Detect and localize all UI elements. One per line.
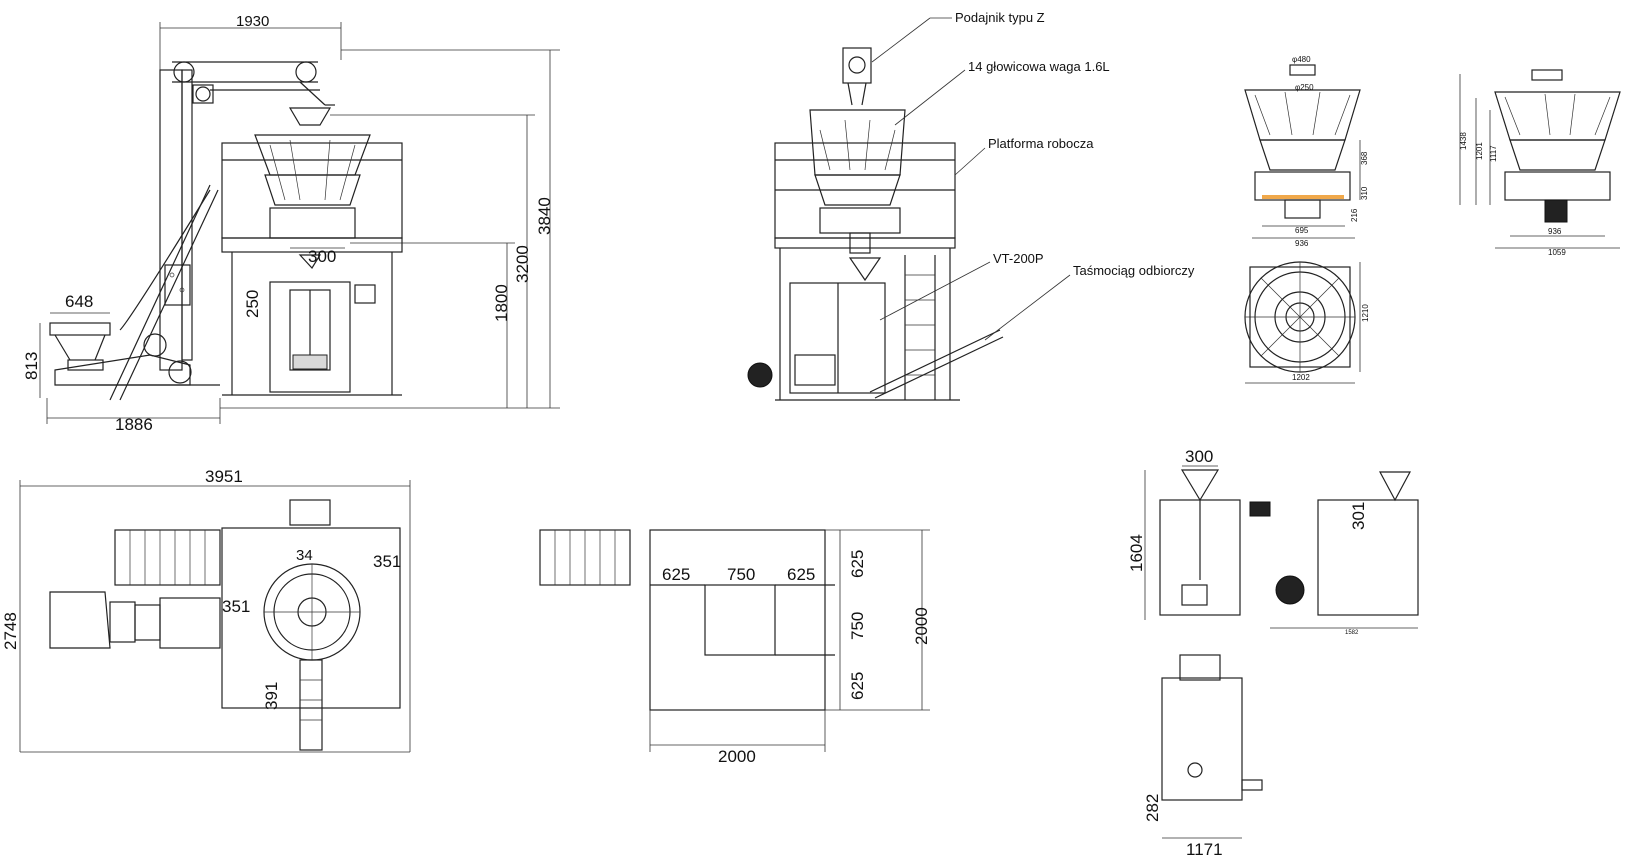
dim-391: 391 [262, 682, 281, 710]
dim-34: 34 [296, 547, 313, 564]
top-plan-view: 3951 2748 351 351 391 34 [1, 467, 411, 753]
dim-625-a: 625 [662, 565, 690, 584]
dim-351-a: 351 [373, 552, 401, 571]
dim-2748: 2748 [1, 612, 20, 650]
dim-1117: 1117 [1489, 145, 1498, 162]
dim-3200: 3200 [513, 245, 532, 283]
dim-1438: 1438 [1459, 132, 1468, 150]
dim-1171: 1171 [1186, 840, 1223, 859]
dim-1210: 1210 [1361, 304, 1370, 322]
dim-625-v1: 625 [848, 550, 867, 578]
dim-2000-v: 2000 [912, 607, 931, 645]
dim-282: 282 [1143, 794, 1162, 822]
callout-weigher: 14 głowicowa waga 1.6L [968, 59, 1110, 74]
side-view: 1930 3840 3200 1800 [22, 13, 560, 434]
dim-1800: 1800 [492, 284, 511, 322]
weigher-front-view: φ480 φ250 368 310 216 695 936 [1244, 55, 1369, 248]
dim-351-b: 351 [222, 597, 250, 616]
dim-1202: 1202 [1292, 373, 1310, 382]
dim-625-b: 625 [787, 565, 815, 584]
dim-750-v: 750 [848, 612, 867, 640]
dim-3951: 3951 [205, 467, 243, 486]
dim-936-side: 936 [1548, 227, 1562, 236]
dim-1059: 1059 [1548, 248, 1566, 257]
dim-2000-h: 2000 [718, 747, 756, 766]
packer-views: 300 1604 301 1582 1171 282 [1127, 447, 1419, 859]
dim-250-dia: φ250 [1295, 83, 1314, 92]
dim-1886: 1886 [115, 415, 153, 434]
dim-1604: 1604 [1127, 534, 1146, 572]
dim-250: 250 [243, 290, 262, 318]
front-view: Podajnik typu Z 14 głowicowa waga 1.6L P… [747, 10, 1195, 401]
weigher-side-view: 1438 1201 1117 936 1059 [1459, 69, 1621, 257]
dim-1201: 1201 [1475, 142, 1484, 160]
platform-plan-view: 625 750 625 625 750 625 2000 2000 [539, 529, 931, 766]
dim-310: 310 [1360, 186, 1369, 200]
callout-feeder: Podajnik typu Z [955, 10, 1045, 25]
dim-750-a: 750 [727, 565, 755, 584]
dim-300: 300 [308, 247, 336, 266]
dim-480: φ480 [1292, 55, 1311, 64]
dim-695: 695 [1295, 226, 1309, 235]
dim-216: 216 [1350, 208, 1359, 222]
dim-3840: 3840 [535, 197, 554, 235]
dim-936: 936 [1295, 239, 1309, 248]
dim-1930: 1930 [236, 13, 269, 30]
dim-648: 648 [65, 292, 93, 311]
weigher-plan-view: 1210 1202 [1244, 261, 1370, 384]
dim-300-front: 300 [1185, 447, 1213, 466]
dim-301: 301 [1349, 502, 1368, 530]
callout-platform: Platforma robocza [988, 136, 1094, 151]
dim-1582: 1582 [1345, 630, 1359, 636]
dim-813: 813 [22, 352, 41, 380]
callout-packer: VT-200P [993, 251, 1044, 266]
dim-368: 368 [1360, 151, 1369, 165]
callout-conveyor: Taśmociąg odbiorczy [1073, 263, 1195, 278]
dim-625-v2: 625 [848, 672, 867, 700]
